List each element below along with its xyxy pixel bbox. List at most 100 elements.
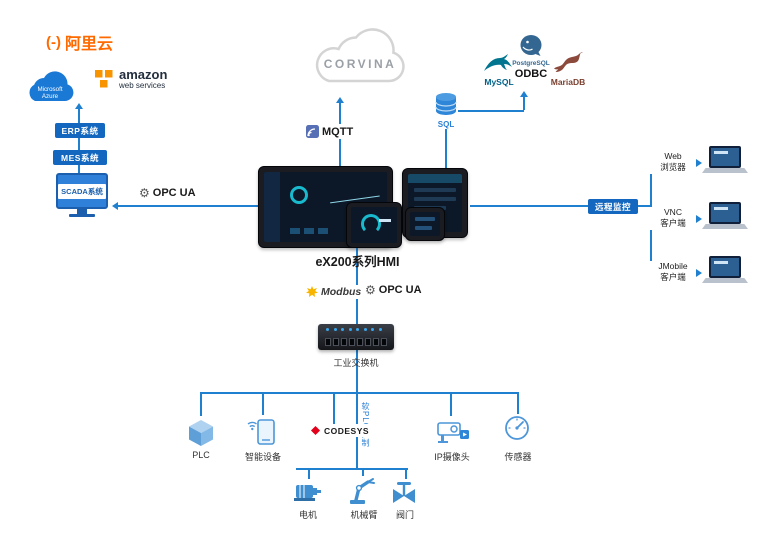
arrowhead: [696, 269, 702, 277]
corvina-cloud-icon: CORVINA: [315, 28, 405, 83]
switch-ports: [325, 338, 387, 346]
connector-line: [523, 97, 525, 110]
connector-line: [200, 392, 202, 416]
modbus-text: Modbus: [321, 286, 362, 298]
motor-label: 电机: [298, 510, 317, 520]
screen-row: [414, 197, 456, 201]
codesys-diamond-icon: [310, 425, 321, 436]
hmi-screen: [410, 212, 440, 236]
hmi-panel-small-1: [346, 202, 402, 248]
monitor-stand: [77, 209, 87, 214]
actuator-bus-line: [296, 468, 408, 470]
scada-monitor: SCADA系统: [56, 173, 108, 217]
valve-icon: [393, 482, 415, 503]
aws-label-2: web services: [119, 81, 166, 90]
scada-label: SCADA系统: [58, 183, 106, 199]
gear-icon: ⚙: [139, 186, 150, 200]
arrowhead: [336, 97, 344, 103]
robot-arm-label: 机械臂: [350, 510, 378, 520]
hmi-series-title: eX200系列HMI: [315, 255, 400, 269]
hmi-screen: [351, 207, 397, 243]
codesys-text: CODESYS: [324, 425, 370, 436]
mqtt-label: MQTT: [303, 124, 357, 139]
jmobile-client-label: JMobile 客户端: [650, 261, 696, 284]
switch-label: 工业交换机: [333, 358, 379, 368]
hmi-panel-small-2: [405, 207, 445, 241]
arrowhead: [75, 103, 83, 109]
screen-header: [408, 174, 462, 183]
mqtt-text: MQTT: [322, 125, 354, 138]
alibaba-bracket-icon: (-): [46, 33, 61, 51]
client-label-line: 客户端: [660, 272, 686, 283]
corvina-label: CORVINA: [324, 57, 397, 71]
alibaba-label: 阿里云: [65, 36, 114, 53]
laptop-icon: [702, 146, 748, 175]
connector-line: [333, 392, 335, 424]
mqtt-icon: [306, 125, 319, 138]
connector-line: [118, 205, 258, 207]
sql-database-icon: [435, 93, 457, 115]
opcua-bus-label: ⚙ OPC UA: [362, 283, 425, 297]
alibaba-cloud-logo: (-) 阿里云: [46, 30, 113, 54]
connector-line: [78, 109, 80, 123]
mysql-label: MySQL: [484, 77, 514, 87]
laptop-icon: [702, 202, 748, 231]
smart-device-icon: [247, 419, 275, 445]
monitor-base: [69, 214, 95, 217]
fieldbus-line: [200, 392, 518, 394]
connector-line: [362, 468, 364, 476]
vnc-client-label: VNC 客户端: [650, 207, 696, 230]
client-label-line: 客户端: [660, 218, 686, 229]
connector-line: [470, 205, 588, 207]
screen-bars: [290, 228, 328, 234]
smart-device-label: 智能设备: [244, 452, 281, 462]
screen-gauge: [290, 186, 308, 204]
gear-icon: ⚙: [365, 283, 376, 297]
mariadb-label: MariaDB: [550, 77, 586, 87]
connector-line: [78, 165, 80, 173]
aws-logo: amazon web services: [94, 68, 167, 91]
connector-line: [450, 392, 452, 416]
screen-gauge: [361, 214, 381, 234]
web-browser-label: Web 浏览器: [650, 151, 696, 174]
ip-camera-label: IP摄像头: [434, 452, 470, 462]
azure-label-1: Microsoft: [37, 86, 62, 93]
mes-badge: MES系统: [53, 150, 107, 165]
connector-line: [262, 392, 264, 415]
connector-line: [405, 468, 407, 479]
laptop-icon: [702, 256, 748, 285]
valve-label: 阀门: [395, 510, 414, 520]
mysql-icon: [484, 54, 512, 71]
connector-line: [445, 129, 447, 168]
screen-value: [379, 219, 391, 222]
modbus-label: Modbus: [303, 285, 365, 299]
mariadb-icon: [554, 52, 583, 72]
arrowhead: [696, 159, 702, 167]
opcua-left-text: OPC UA: [152, 187, 196, 199]
screen-row: [415, 226, 432, 230]
postgresql-label: PostgreSQL: [512, 60, 550, 67]
sensor-gauge-icon: [505, 416, 529, 440]
screen-trend-line: [328, 182, 380, 204]
sensor-label: 传感器: [504, 452, 532, 462]
aws-cubes-icon: [95, 70, 113, 88]
screen-row: [415, 217, 435, 221]
screen-row: [414, 188, 456, 192]
modbus-icon: [306, 286, 318, 297]
plc-label: PLC: [192, 450, 210, 460]
connector-line: [517, 392, 519, 414]
client-label-line: VNC: [664, 207, 682, 217]
connector-line: [638, 205, 651, 207]
sql-label: SQL: [437, 120, 455, 129]
ip-camera-icon: [437, 422, 469, 443]
motor-icon: [294, 485, 321, 501]
azure-label-2: Azure: [42, 93, 59, 100]
switch-leds: [326, 328, 382, 331]
connector-line: [308, 468, 310, 479]
plc-cube-icon: [189, 420, 213, 446]
codesys-logo: CODESYS: [308, 424, 372, 437]
opcua-left-label: ⚙ OPC UA: [136, 186, 199, 200]
connector-line: [356, 350, 358, 392]
connector-line: [78, 138, 80, 150]
